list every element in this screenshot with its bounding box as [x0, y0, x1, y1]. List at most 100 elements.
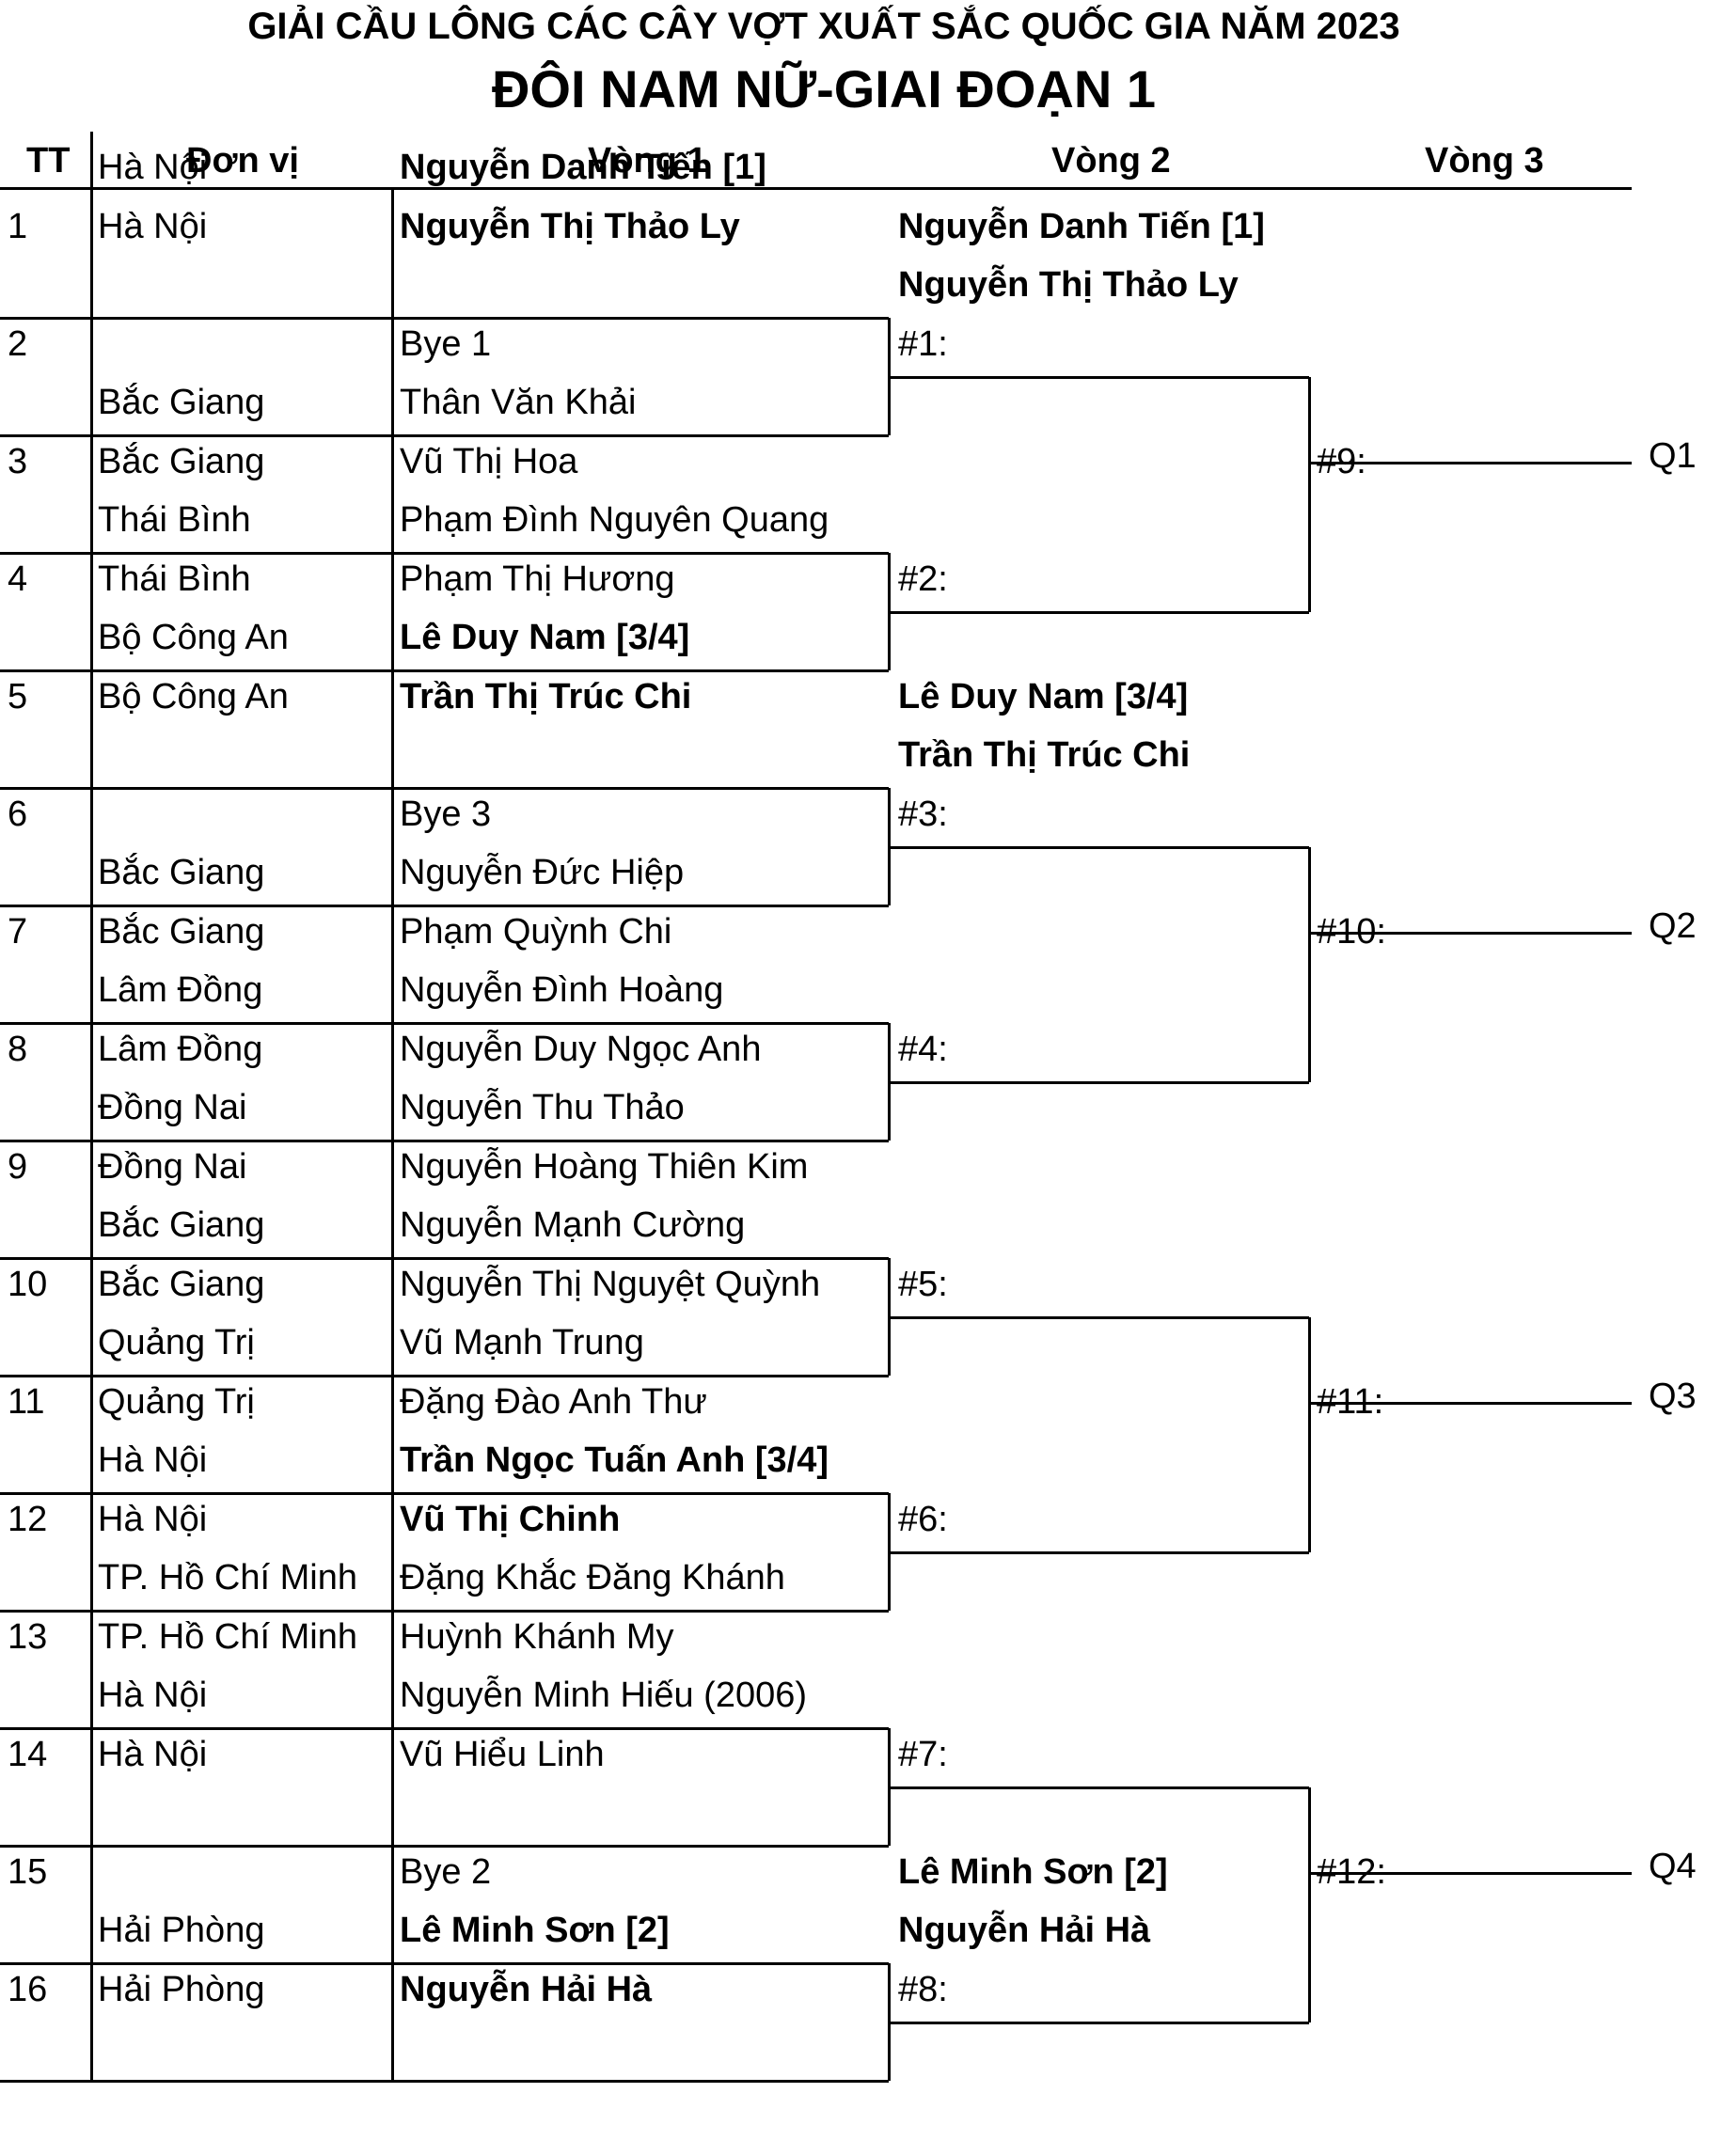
player-name: Trần Thị Trúc Chi	[898, 735, 1191, 775]
unit-name: Hà Nội	[98, 1499, 208, 1539]
match-label: #2:	[898, 559, 948, 599]
match-connector	[1308, 1786, 1311, 2022]
player-name: Đặng Đào Anh Thư	[400, 1381, 707, 1422]
qualifier-line	[1309, 1871, 1632, 1875]
entry-row-line	[0, 1845, 392, 1848]
seed-number: 13	[8, 1616, 48, 1657]
unit-name: Hà Nội	[98, 1676, 208, 1715]
match-line	[392, 1727, 889, 1730]
page-title: GIẢI CẦU LÔNG CÁC CÂY VỢT XUẤT SẮC QUỐC …	[247, 6, 1400, 47]
player-name: Trần Ngọc Tuấn Anh [3/4]	[400, 1440, 829, 1480]
match-line	[392, 434, 889, 437]
player-name: Nguyễn Hải Hà	[898, 1911, 1151, 1950]
player-name: Nguyễn Duy Ngọc Anh	[400, 1029, 762, 1069]
unit-name: Đồng Nai	[98, 1146, 247, 1187]
entry-row-line	[0, 1962, 392, 1965]
qualifier-label: Q2	[1649, 905, 1697, 946]
entry-row-line	[0, 669, 392, 672]
match-line	[889, 610, 1309, 614]
player-name: Bye 3	[400, 794, 492, 834]
match-label: #4:	[898, 1029, 948, 1069]
header-round2: Vòng 2	[1051, 141, 1171, 181]
unit-name: Hà Nội	[98, 1440, 208, 1480]
match-line	[392, 317, 889, 320]
match-line	[392, 669, 889, 672]
unit-name: Thái Bình	[98, 559, 251, 599]
match-label: #5:	[898, 1264, 948, 1304]
unit-name: Bắc Giang	[98, 1264, 265, 1304]
player-name: Lê Minh Sơn [2]	[898, 1851, 1168, 1892]
qualifier-label: Q3	[1649, 1376, 1697, 1416]
seed-number: 6	[8, 794, 28, 834]
seed-number: 10	[8, 1264, 48, 1304]
header-unit: Đơn vị	[186, 141, 299, 181]
unit-name: Hà Nội	[98, 1734, 208, 1774]
match-line	[889, 1315, 1309, 1319]
match-label: #3:	[898, 794, 948, 834]
unit-name: Bắc Giang	[98, 383, 265, 422]
qualifier-line	[1309, 1401, 1632, 1405]
match-label: #7:	[898, 1734, 948, 1774]
player-name: Vũ Mạnh Trung	[400, 1323, 644, 1362]
player-name: Nguyễn Đức Hiệp	[400, 853, 685, 892]
header-tt: TT	[26, 141, 71, 181]
player-name: Phạm Quỳnh Chi	[400, 911, 672, 952]
seed-number: 15	[8, 1851, 48, 1892]
seed-number: 3	[8, 441, 28, 481]
unit-name: Bắc Giang	[98, 1205, 265, 1245]
player-name: Nguyễn Thị Thảo Ly	[400, 206, 740, 246]
entry-row-line	[0, 1022, 392, 1025]
header-round1: Vòng 1	[588, 141, 707, 181]
unit-name: Hà Nội	[98, 148, 208, 187]
match-line	[889, 2021, 1309, 2024]
match-line	[392, 1492, 889, 1495]
entry-row-line	[0, 1140, 392, 1142]
player-name: Đặng Khắc Đăng Khánh	[400, 1558, 785, 1597]
unit-name: Lâm Đồng	[98, 970, 263, 1010]
entry-row-line	[0, 787, 392, 790]
seed-number: 14	[8, 1734, 48, 1774]
match-line	[392, 1375, 889, 1377]
entry-row-line	[0, 1375, 392, 1377]
unit-name: Hà Nội	[98, 206, 208, 246]
match-line	[392, 1610, 889, 1613]
entry-row-line	[0, 317, 392, 320]
player-name: Lê Duy Nam [3/4]	[898, 676, 1189, 716]
seed-number: 11	[8, 1381, 45, 1422]
match-line	[889, 845, 1309, 849]
column-divider	[391, 188, 394, 2081]
match-connector	[1308, 846, 1311, 1082]
entry-row-line	[0, 552, 392, 555]
page-subtitle: ĐÔI NAM NỮ-GIAI ĐOẠN 1	[491, 59, 1156, 118]
unit-name: Lâm Đồng	[98, 1029, 263, 1069]
player-name: Huỳnh Khánh My	[400, 1616, 674, 1657]
player-name: Nguyễn Hải Hà	[400, 1969, 653, 2009]
entry-row-line	[0, 2080, 392, 2083]
player-name: Nguyễn Hoàng Thiên Kim	[400, 1146, 809, 1187]
unit-name: Thái Bình	[98, 500, 251, 540]
player-name: Bye 1	[400, 323, 492, 364]
unit-name: Hải Phòng	[98, 1969, 265, 2009]
player-name: Nguyễn Danh Tiến [1]	[400, 148, 766, 187]
player-name: Vũ Hiểu Linh	[400, 1734, 605, 1774]
player-name: Phạm Đình Nguyên Quang	[400, 500, 829, 540]
player-name: Phạm Thị Hương	[400, 559, 675, 599]
player-name: Vũ Thị Hoa	[400, 441, 578, 481]
match-line	[392, 1022, 889, 1025]
seed-number: 12	[8, 1499, 48, 1539]
entry-row-line	[0, 905, 392, 907]
match-line	[889, 1080, 1309, 1084]
seed-number: 1	[8, 206, 28, 246]
player-name: Nguyễn Thị Nguyệt Quỳnh	[400, 1264, 821, 1304]
qualifier-label: Q1	[1649, 435, 1697, 476]
unit-name: Bắc Giang	[98, 853, 265, 892]
player-name: Nguyễn Danh Tiến [1]	[898, 206, 1265, 246]
player-name: Bye 2	[400, 1851, 492, 1892]
match-connector	[1308, 1316, 1311, 1552]
seed-number: 2	[8, 323, 28, 364]
match-line	[392, 787, 889, 790]
player-name: Nguyễn Mạnh Cường	[400, 1205, 746, 1245]
match-line	[392, 1140, 889, 1142]
unit-name: Bắc Giang	[98, 441, 265, 481]
unit-name: Quảng Trị	[98, 1381, 255, 1422]
